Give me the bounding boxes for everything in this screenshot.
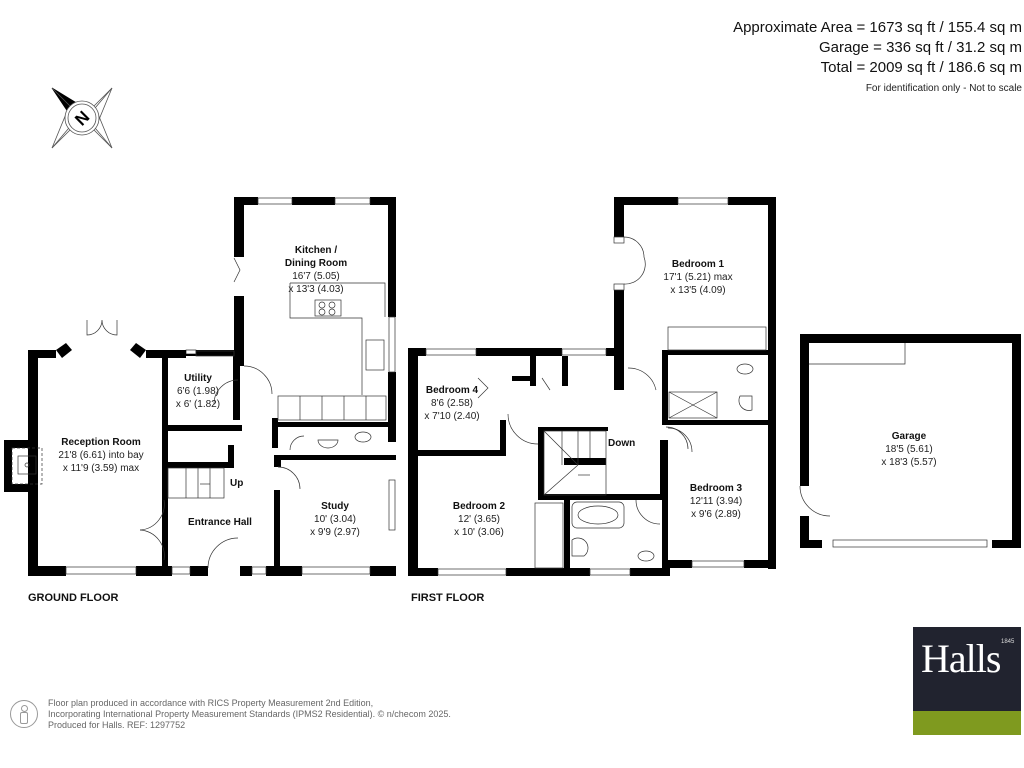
room-garage: Garage 18'5 (5.61) x 18'3 (5.57) xyxy=(881,431,937,468)
total-area: Total = 2009 sq ft / 186.6 sq m xyxy=(820,59,1022,76)
garage-walls xyxy=(799,334,1021,548)
halls-logo: Halls 1845 xyxy=(913,627,1021,735)
footer-line-1: Floor plan produced in accordance with R… xyxy=(48,698,374,708)
logo-year: 1845 xyxy=(1001,639,1015,645)
room-bedroom-4: Bedroom 4 8'6 (2.58) x 7'10 (2.40) xyxy=(424,385,480,422)
first-floor-fixtures xyxy=(425,197,767,576)
footer-line-3: Produced for Halls. REF: 1297752 xyxy=(48,720,186,730)
room-entrance-hall: Entrance Hall xyxy=(188,517,252,528)
compass-north-icon: N xyxy=(51,87,113,149)
approximate-area: Approximate Area = 1673 sq ft / 155.4 sq… xyxy=(733,19,1022,36)
footer-credits: Floor plan produced in accordance with R… xyxy=(10,698,451,731)
room-kitchen-dining: Kitchen / Dining Room 16'7 (5.05) x 13'3… xyxy=(284,245,348,295)
area-summary: Approximate Area = 1673 sq ft / 155.4 sq… xyxy=(733,18,1022,94)
garage-area: Garage = 336 sq ft / 31.2 sq m xyxy=(818,39,1022,56)
room-bedroom-3: Bedroom 3 12'11 (3.94) x 9'6 (2.89) xyxy=(689,483,743,520)
disclaimer-note: For identification only - Not to scale xyxy=(865,83,1022,94)
logo-green-band xyxy=(913,711,1021,735)
room-bedroom-1: Bedroom 1 17'1 (5.21) max x 13'5 (4.09) xyxy=(663,259,733,296)
stairs-up-label: Up xyxy=(230,478,244,489)
person-info-icon xyxy=(10,700,38,728)
logo-wordmark: Halls xyxy=(921,636,1001,681)
room-reception: Reception Room 21'8 (6.61) into bay x 11… xyxy=(58,437,144,474)
room-bedroom-2: Bedroom 2 12' (3.65) x 10' (3.06) xyxy=(452,501,506,538)
first-floor-title: FIRST FLOOR xyxy=(411,592,485,604)
footer-line-2: Incorporating International Property Mea… xyxy=(48,709,451,719)
room-study: Study 10' (3.04) x 9'9 (2.97) xyxy=(310,501,360,538)
first-floor-walls xyxy=(408,197,776,576)
ground-floor-fixtures xyxy=(11,197,396,575)
ground-floor-walls xyxy=(4,197,396,576)
room-utility: Utility 6'6 (1.98) x 6' (1.82) xyxy=(175,373,221,410)
stairs-down-label: Down xyxy=(608,438,636,449)
ground-floor-title: GROUND FLOOR xyxy=(28,592,119,604)
